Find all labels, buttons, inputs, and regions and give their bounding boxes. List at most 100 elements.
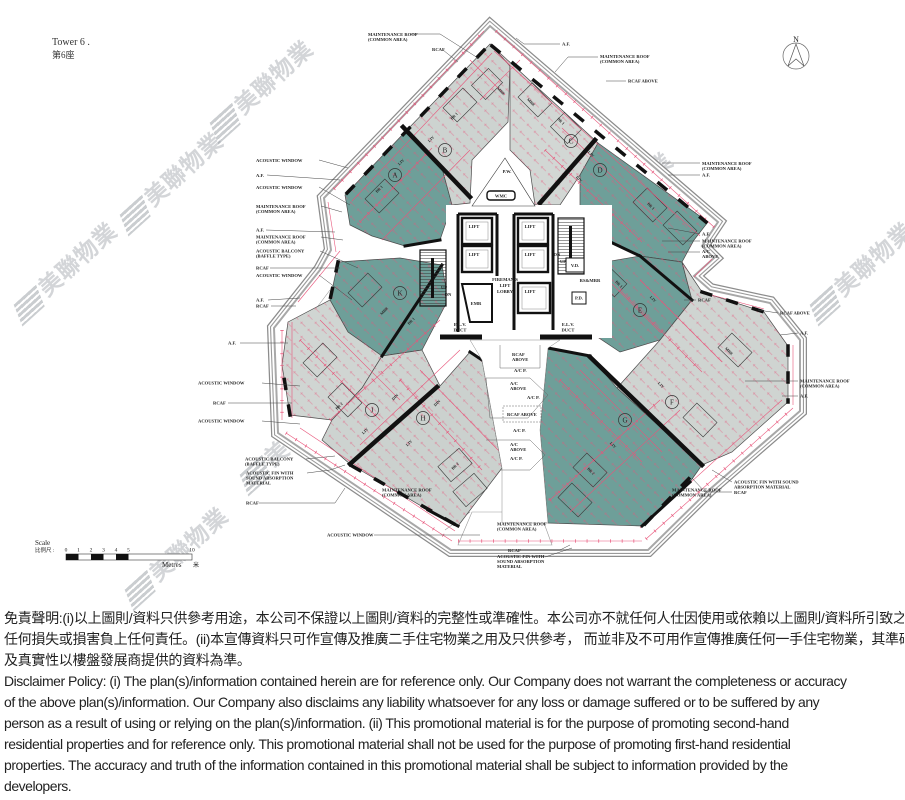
callout-labels: MAINTENANCE ROOF (COMMON AREA) RCAF A.F.… — [198, 32, 850, 569]
room-label: LIV — [587, 150, 596, 159]
callout-acoustic-window: ACOUSTIC WINDOW — [198, 419, 245, 424]
north-label: N — [793, 35, 799, 44]
stair-label: DN — [445, 292, 452, 297]
scale-tick: 10 — [189, 548, 195, 554]
structural-walls — [279, 43, 790, 529]
callout-rcaf: RCAF — [698, 298, 711, 303]
unit-markers — [365, 134, 679, 427]
callout-maintenance-roof: MAINTENANCE ROOF — [497, 522, 547, 527]
callout-acoustic-window: ACOUSTIC WINDOW — [256, 273, 303, 278]
lift-label: LIFT — [469, 252, 480, 257]
room-label: LIV — [609, 441, 618, 450]
scale-bar: Scale 比例尺 : 0 1 2 3 4 5 10 Metres 米 — [35, 539, 199, 569]
callout-maintenance-roof: (COMMON AREA) — [382, 493, 422, 498]
note-ac-above: A/C — [510, 381, 518, 386]
disclaimer-zh-line: 任何損失或損害負上任何責任。(ii)本宣傳資料只可作宣傳及推廣二手住宅物業之用及… — [4, 631, 904, 647]
floor-plan: 美聯物業 美聯物業 美聯物業 美聯物業 美聯物業 美聯物業 美聯物業 美聯物業 … — [13, 16, 905, 612]
callout-acoustic-fin: ACOUSTIC FIN WITH SOUND — [734, 480, 799, 485]
lift-3 — [516, 216, 550, 246]
callout-acoustic-fin: SOUND ABSORPTION — [497, 559, 545, 564]
callout-maintenance-roof: (COMMON AREA) — [497, 527, 537, 532]
callout-rcaf: RCAF — [246, 501, 259, 506]
room-label: BR 2 — [450, 461, 460, 471]
callout-maintenance-roof: (COMMON AREA) — [702, 244, 742, 249]
callout-rcaf: RCAF — [432, 47, 445, 52]
rsmrr-label: RS&MRR — [580, 278, 601, 283]
callout-maintenance-roof: MAINTENANCE ROOF — [702, 161, 752, 166]
elv-duct-label: E.L.V. — [454, 322, 466, 327]
callout-rcaf: RCAF — [734, 490, 747, 495]
note-ac-platform: A/C P. — [513, 428, 526, 433]
unit-a-label: A — [392, 172, 397, 180]
room-label: MBR — [379, 306, 389, 316]
scale-tick: 0 — [65, 548, 68, 554]
callout-acoustic-fin: SOUND ABSORPTION — [246, 476, 294, 481]
room-label: MBR — [526, 97, 536, 107]
disclaimer-en-line: person as a result of using or relying o… — [4, 715, 789, 731]
scale-label-zh: 比例尺 : — [35, 546, 55, 554]
wmc-label: WMC — [495, 194, 507, 199]
room-label: DIN — [433, 399, 442, 408]
lift-label: LIFT — [469, 224, 480, 229]
scale-tick: 3 — [102, 548, 105, 554]
north-arrow-icon — [782, 42, 810, 70]
lift-label: LIFT — [525, 252, 536, 257]
room-label: BR 1 — [614, 279, 624, 289]
center-roof-area — [469, 339, 561, 524]
callout-maintenance-roof: MAINTENANCE ROOF — [702, 239, 752, 244]
dimension-lines — [280, 29, 795, 543]
callout-rcaf-above: RCAF ABOVE — [628, 79, 658, 84]
callout-af: A.F. — [702, 173, 710, 178]
unit-k-label: K — [397, 290, 402, 298]
callout-maintenance-roof: (COMMON AREA) — [600, 59, 640, 64]
callout-af: A.F. — [256, 173, 264, 178]
callout-maintenance-roof: MAINTENANCE ROOF — [600, 54, 650, 59]
callout-rcaf: RCAF — [256, 304, 269, 309]
callout-maintenance-roof: (COMMON AREA) — [800, 384, 840, 389]
unit-j-label: J — [371, 407, 374, 415]
unit-g-label: G — [622, 417, 627, 425]
room-label: BR 1 — [374, 184, 384, 194]
note-ac-platform: A/C P. — [514, 368, 527, 373]
callout-af: A.F. — [256, 228, 264, 233]
lift-label: LIFT — [525, 289, 536, 294]
disclaimer-en-line: developers. — [4, 778, 72, 794]
callout-acoustic-fin: ABSORPTION MATERIAL — [734, 485, 790, 490]
unit-b-label: B — [443, 147, 448, 155]
unit-f-label: F — [670, 399, 674, 407]
vd-label: V.D. — [571, 263, 579, 268]
note-ac-above: ABOVE — [510, 386, 526, 391]
callout-maintenance-roof: MAINTENANCE ROOF — [256, 235, 306, 240]
note-ac-above: A/C — [510, 442, 518, 447]
room-label: BR 1 — [646, 201, 656, 211]
room-labels: MBR BR 1 LIV MBR BR 1 LIV LIV BR 1 LIV B… — [334, 86, 734, 476]
scale-tick: 4 — [115, 548, 118, 554]
note-ac-above: ABOVE — [510, 447, 526, 452]
callout-maintenance-roof: (COMMON AREA) — [256, 209, 296, 214]
callout-maintenance-roof: (COMMON AREA) — [672, 493, 712, 498]
unit-c-label: C — [569, 138, 574, 146]
disclaimer-en-line: residential properties and for reference… — [4, 736, 791, 752]
callout-acoustic-fin: MATERIAL — [497, 564, 522, 569]
callout-acoustic-window: ACOUSTIC WINDOW — [198, 381, 245, 386]
callout-af: A.F. — [228, 341, 236, 346]
room-label: DIN — [391, 393, 400, 402]
callout-acoustic-fin: MATERIAL — [246, 481, 271, 486]
unit-letters: A B C D E F G H J K — [371, 138, 674, 425]
disclaimer-en-line: properties. The accuracy and truth of th… — [4, 757, 788, 773]
note-rcaf-above: RCAF ABOVE — [507, 412, 537, 417]
callout-af: A.F. — [702, 232, 710, 237]
floor-plan-drawing: P.W. WMC LIFT LIFT LIFT LIFT LIFT FIREMA… — [35, 16, 850, 569]
emr-label: EMR — [471, 301, 482, 306]
stair-label: DN — [554, 252, 561, 257]
north-arrow: N — [782, 35, 810, 70]
callout-acoustic-balcony: (BAFFLE TYPE) — [245, 462, 280, 467]
ac-platforms — [485, 345, 549, 471]
tower-title-en: Tower 6 . — [52, 37, 90, 48]
scale-tick: 2 — [90, 548, 93, 554]
center-notes: RCAF ABOVE A/C P. A/C ABOVE A/C P. RCAF … — [507, 352, 540, 461]
note-ac-platform: A/C P. — [510, 456, 523, 461]
lift-2 — [460, 244, 494, 274]
disclaimer-en-line: of the above plan(s)/information. Our Co… — [4, 694, 820, 710]
scale-unit-zh: 米 — [193, 561, 199, 569]
